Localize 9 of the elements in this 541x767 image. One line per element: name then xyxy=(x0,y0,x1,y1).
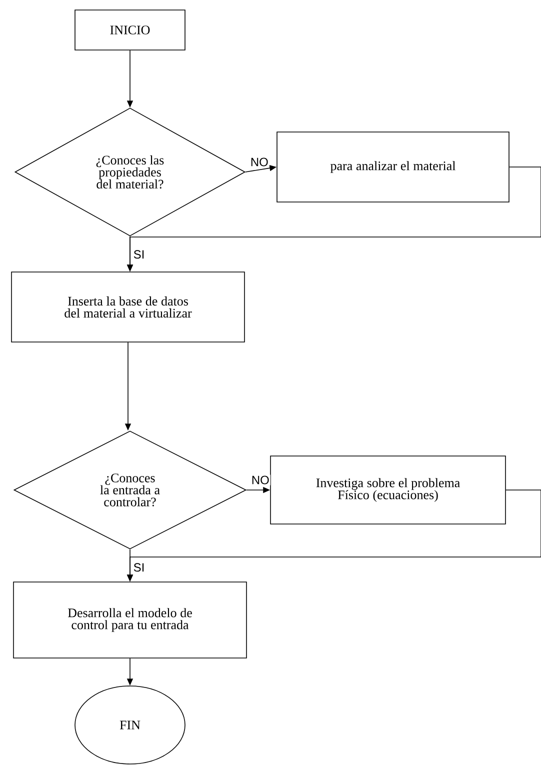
process-box: para analizar el material xyxy=(276,132,510,202)
process-box: Inserta la base de datos del material a virtualizar xyxy=(11,272,245,342)
edge-label: SI xyxy=(134,250,144,259)
edge-label: SI xyxy=(134,563,144,572)
process-box: Investiga sobre el problema Físico (ecuaciones) xyxy=(270,456,506,524)
edge-label: NO xyxy=(252,476,269,484)
edge-label: NO xyxy=(251,158,268,166)
process-box: Desarrolla el modelo de control para tu entrada xyxy=(13,582,247,658)
process-box: INICIO xyxy=(74,10,186,50)
